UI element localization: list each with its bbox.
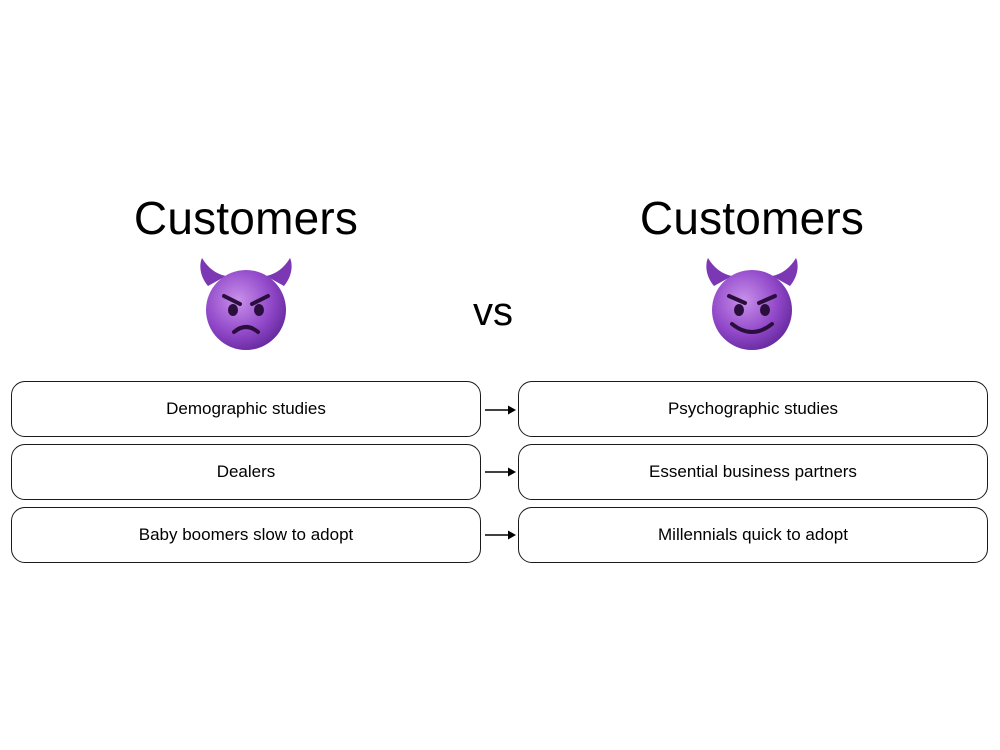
angry-devil-icon — [196, 256, 296, 352]
arrow-right-icon — [484, 529, 517, 541]
right-item-label: Psychographic studies — [667, 399, 839, 418]
left-item-baby-boomers: Baby boomers slow to adopt — [11, 507, 481, 563]
right-item-psychographic-studies: Psychographic studies — [518, 381, 988, 437]
left-item-label: Baby boomers slow to adopt — [138, 525, 354, 544]
left-item-dealers: Dealers — [11, 444, 481, 500]
arrow-right-icon — [484, 404, 517, 416]
right-item-millennials: Millennials quick to adopt — [518, 507, 988, 563]
arrow-right-icon — [484, 466, 517, 478]
smiling-devil-icon — [702, 256, 802, 352]
right-item-label: Millennials quick to adopt — [658, 525, 848, 544]
left-item-label: Dealers — [216, 462, 276, 481]
vs-label: vs — [473, 290, 513, 334]
left-heading: Customers — [133, 192, 359, 244]
right-item-label: Essential business partners — [649, 462, 857, 481]
left-item-label: Demographic studies — [166, 399, 326, 418]
right-heading: Customers — [639, 192, 865, 244]
left-item-demographic-studies: Demographic studies — [11, 381, 481, 437]
right-item-essential-business-partners: Essential business partners — [518, 444, 988, 500]
